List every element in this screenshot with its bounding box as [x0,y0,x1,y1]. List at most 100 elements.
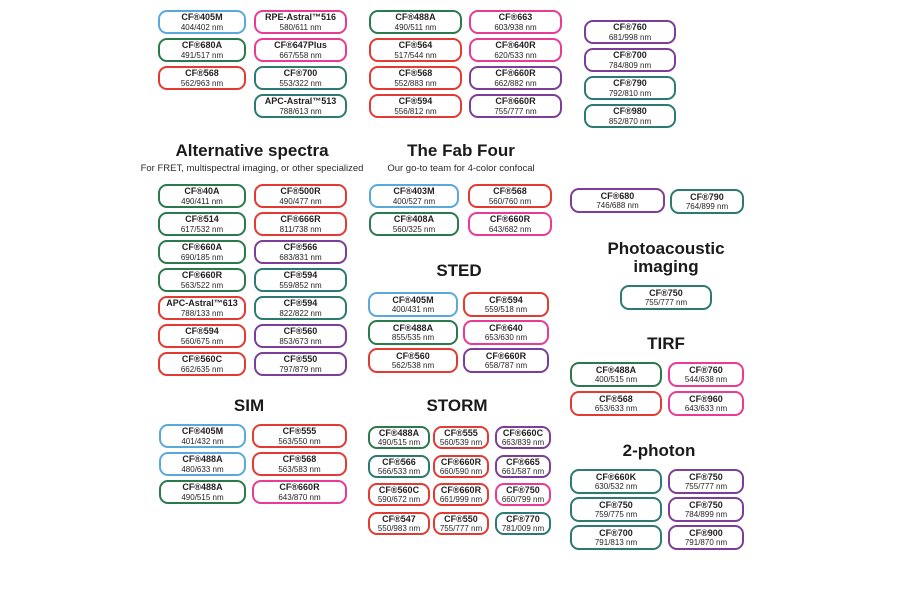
dye-name: CF®488A [392,322,434,333]
dye-name: CF®750 [506,484,540,495]
dye-range: 791/870 nm [684,538,728,548]
dye-range: 491/517 nm [180,50,224,60]
dye-range: 563/522 nm [180,280,224,290]
dye-name: CF®547 [382,513,416,524]
dye-range: 480/633 nm [181,464,224,474]
dye-range: 791/813 nm [594,538,638,548]
dye-range: 559/518 nm [484,305,528,315]
dye-name: CF®680A [181,40,223,50]
dye-range: 784/899 nm [684,510,728,520]
dye-range: 562/963 nm [180,78,224,88]
dye-name: CF®514 [185,214,219,224]
dye-name: CF®700 [599,527,633,538]
dye-name: CF®660R [485,350,527,361]
dye-range: 797/879 nm [279,364,322,374]
dye-range: 755/777 nm [684,482,728,492]
dye-range: 784/809 nm [608,60,652,70]
dye-name: CF®40A [184,186,220,196]
section-subtitle-alt: For FRET, multispectral imaging, or othe… [140,163,364,174]
dye-name: CF®405M [181,426,224,436]
dye-name: CF®568 [185,68,219,78]
dye-name: CF®500R [280,186,321,196]
dye-range: 746/688 nm [596,201,639,211]
dye-name: CF®700 [283,68,318,78]
dye-range: 553/322 nm [279,78,322,88]
dye-name: CF®960 [689,393,723,404]
dye-range: 811/738 nm [279,224,322,234]
dye-name: CF®660A [181,242,223,252]
dye-name: CF®760 [613,22,647,32]
dye-name: CF®770 [506,513,540,524]
dye-range: 788/133 nm [180,308,224,318]
dye-name: CF®568 [282,454,317,464]
dye-range: 517/544 nm [394,50,437,60]
dye-name: CF®405M [181,12,223,22]
dye-range: 681/998 nm [608,32,652,42]
dye-range: 566/533 nm [377,467,421,477]
dye-name: CF®660C [502,427,544,438]
dye-name: CF®900 [689,527,723,538]
dye-range: 852/870 nm [608,116,652,126]
dye-name: CF®663 [498,12,533,22]
dye-name: CF®594 [283,298,318,308]
section-title-sted: STED [436,261,482,280]
dye-name: CF®568 [398,68,433,78]
dye-name: CF®403M [393,186,435,196]
dye-name: CF®555 [282,426,317,436]
dye-range: 544/638 nm [684,375,728,385]
dye-name: APC-Astral™513 [264,96,337,106]
dye-range: 822/822 nm [279,308,322,318]
dye-range: 661/999 nm [439,495,483,505]
dye-name: CF®594 [398,96,433,106]
dye-range: 590/672 nm [377,495,421,505]
dye-name: CF®640 [489,322,523,333]
dye-name: CF®594 [283,270,318,280]
dye-range: 490/511 nm [394,22,437,32]
dye-range: 643/870 nm [278,492,321,502]
dye-name: CF®408A [393,214,435,224]
section-subtitle-fab: Our go-to team for 4-color confocal [387,163,535,174]
dye-range: 563/550 nm [278,436,321,446]
dye-name: CF®647Plus [274,40,327,50]
section-title-alt: Alternative spectra [175,141,329,160]
dye-range: 404/402 nm [180,22,224,32]
dye-range: 400/515 nm [594,375,638,385]
dye-name: RPE-Astral™516 [264,12,337,22]
dye-range: 683/831 nm [279,252,322,262]
dye-range: 563/583 nm [278,464,321,474]
dye-range: 401/432 nm [181,436,224,446]
dye-range: 560/325 nm [392,224,436,234]
dye-name: CF®566 [283,242,318,252]
dye-range: 559/852 nm [279,280,322,290]
dye-name: CF®790 [690,191,724,202]
dye-name: CF®660R [495,96,536,106]
dye-range: 853/673 nm [279,336,322,346]
dye-name: CF®594 [185,326,219,336]
